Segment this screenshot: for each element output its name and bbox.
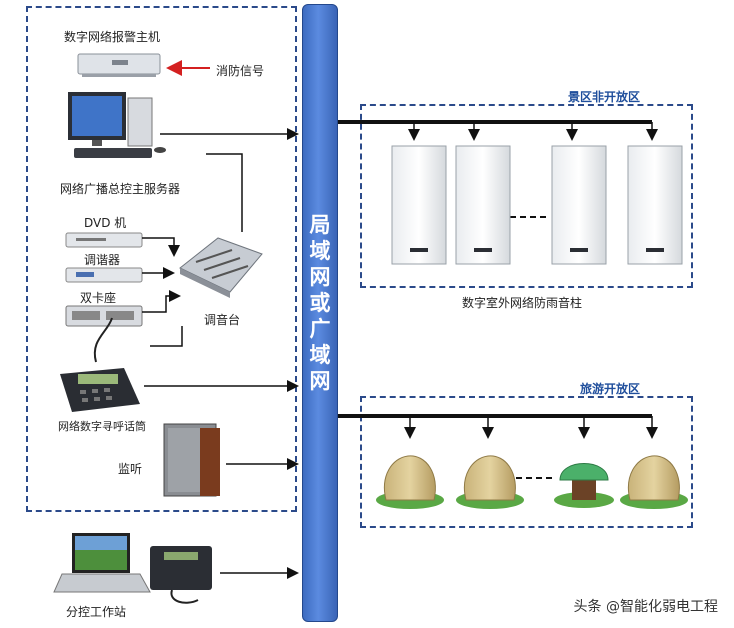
monitor-speaker-device bbox=[163, 423, 220, 497]
remote-paging-station bbox=[150, 546, 212, 604]
workstation-laptop bbox=[53, 533, 151, 593]
control-room-box bbox=[26, 6, 297, 512]
zone-non-open-caption: 数字室外网络防雨音柱 bbox=[462, 296, 583, 310]
mixer-console bbox=[179, 237, 263, 298]
zone-non-open-title: 景区非开放区 bbox=[568, 90, 641, 104]
tuner-device bbox=[65, 267, 143, 283]
zone-open-box bbox=[360, 396, 693, 528]
column-speakers bbox=[391, 145, 683, 265]
server-computer bbox=[68, 92, 166, 158]
fire-signal-label: 消防信号 bbox=[216, 64, 265, 78]
paging-mic-label: 网络数字寻呼话筒 bbox=[58, 420, 146, 433]
mixer-label: 调音台 bbox=[204, 313, 241, 327]
monitor-label: 监听 bbox=[118, 462, 143, 476]
zone-non-open-box bbox=[360, 104, 693, 288]
alarm-host-device bbox=[77, 53, 161, 77]
paging-microphone-device bbox=[60, 317, 140, 412]
alarm-host-label: 数字网络报警主机 bbox=[64, 30, 161, 44]
server-label: 网络广播总控主服务器 bbox=[60, 182, 181, 196]
dual-cassette-device bbox=[65, 305, 143, 327]
network-backbone bbox=[302, 4, 338, 622]
garden-speakers bbox=[376, 455, 688, 509]
dvd-player-device bbox=[65, 232, 143, 248]
dual-cassette-label: 双卡座 bbox=[80, 291, 117, 305]
zone-open-title: 旅游开放区 bbox=[580, 382, 641, 396]
tuner-label: 调谐器 bbox=[84, 253, 121, 267]
workstation-label: 分控工作站 bbox=[66, 605, 127, 619]
backbone-label: 局域网或广域网 bbox=[309, 212, 331, 393]
watermark-text: 头条 @智能化弱电工程 bbox=[573, 599, 718, 615]
dvd-label: DVD 机 bbox=[84, 216, 127, 230]
